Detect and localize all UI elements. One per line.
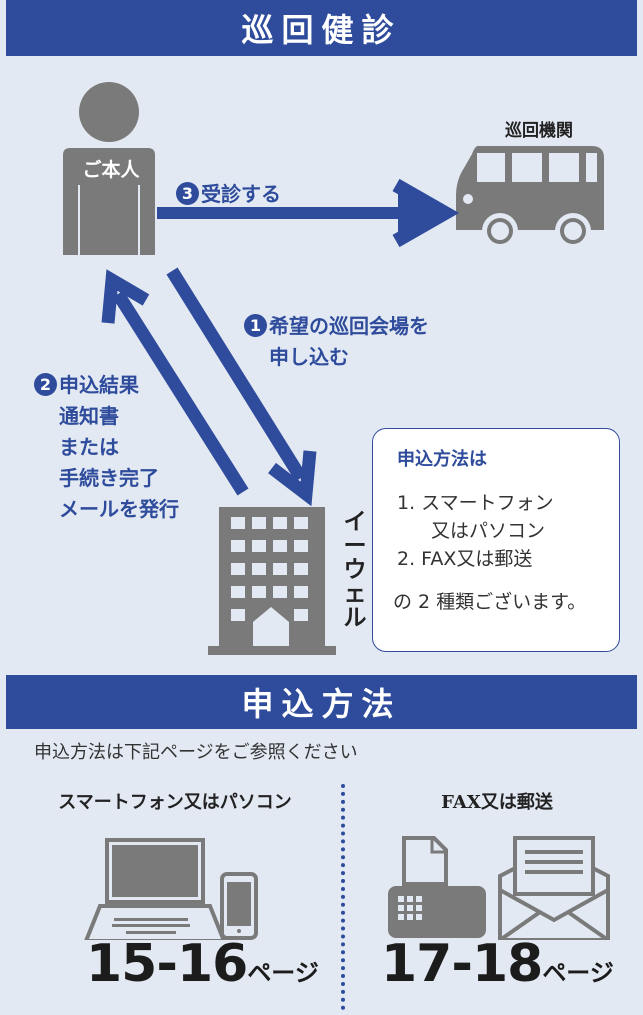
section-title: 申込方法	[241, 685, 402, 723]
ewell-char: ル	[343, 605, 367, 631]
step2-line: または	[59, 435, 119, 459]
info-item: 又はパソコン	[431, 520, 546, 542]
page-suffix: ページ	[247, 959, 319, 987]
info-box-title: 申込方法は	[397, 449, 487, 470]
bus-label: 巡回機関	[505, 121, 573, 141]
smartphone-pc-pages: 15-16	[86, 934, 248, 994]
ewell-char: ェ	[343, 581, 367, 607]
ewell-char: ウ	[343, 557, 367, 583]
ewell-char: イ	[343, 509, 367, 535]
section-banner: 申込方法	[6, 675, 637, 729]
arrow-notify	[101, 269, 249, 496]
step3-text: 受診する	[201, 182, 281, 206]
step2-line: 手続き完了	[59, 466, 159, 490]
smartphone-pc-heading: スマートフォン又はパソコン	[58, 792, 292, 813]
info-box-footer: の 2 種類ございます。	[393, 591, 587, 613]
page-title-banner: 巡回健診	[6, 0, 637, 56]
step2-line: 通知書	[59, 404, 119, 428]
step3-number: 3	[176, 182, 199, 205]
fax-mail-page-ref: 17-18ページ	[381, 934, 614, 994]
person-icon	[63, 82, 155, 255]
info-item: 2. FAX又は郵送	[397, 548, 533, 570]
office-building-icon	[208, 507, 336, 655]
envelope-icon	[498, 836, 610, 940]
fax-icon	[388, 836, 486, 938]
ewell-char: ー	[343, 533, 367, 559]
ewell-label: イ ー ウ ェ ル	[340, 510, 370, 630]
step2-line: 申込結果	[59, 373, 139, 397]
smartphone-pc-page-ref: 15-16ページ	[86, 934, 319, 994]
step2-line: メールを発行	[59, 497, 179, 521]
info-item: 1. スマートフォン	[397, 492, 554, 514]
page-title: 巡回健診	[241, 11, 402, 49]
method-icons	[84, 836, 610, 940]
bus-icon	[456, 146, 604, 249]
flow-diagram	[63, 82, 604, 655]
arrow-apply	[166, 267, 317, 507]
laptop-icon	[84, 838, 226, 940]
arrow-receive-exam	[157, 178, 460, 248]
smartphone-icon	[220, 872, 258, 940]
step1-number: 1	[244, 314, 267, 337]
column-divider	[341, 784, 345, 1010]
page-suffix: ページ	[542, 959, 614, 987]
step1-line: 申し込む	[269, 345, 349, 369]
fax-mail-pages: 17-18	[381, 934, 543, 994]
step1-line: 希望の巡回会場を	[269, 314, 429, 338]
application-methods-box: 申込方法は 1. スマートフォン 又はパソコン 2. FAX又は郵送 の 2 種…	[372, 428, 620, 652]
step2-number: 2	[34, 373, 57, 396]
person-label: ご本人	[82, 159, 140, 181]
fax-mail-heading: FAX又は郵送	[441, 792, 553, 813]
intro-text: 申込方法は下記ページをご参照ください	[34, 742, 358, 763]
